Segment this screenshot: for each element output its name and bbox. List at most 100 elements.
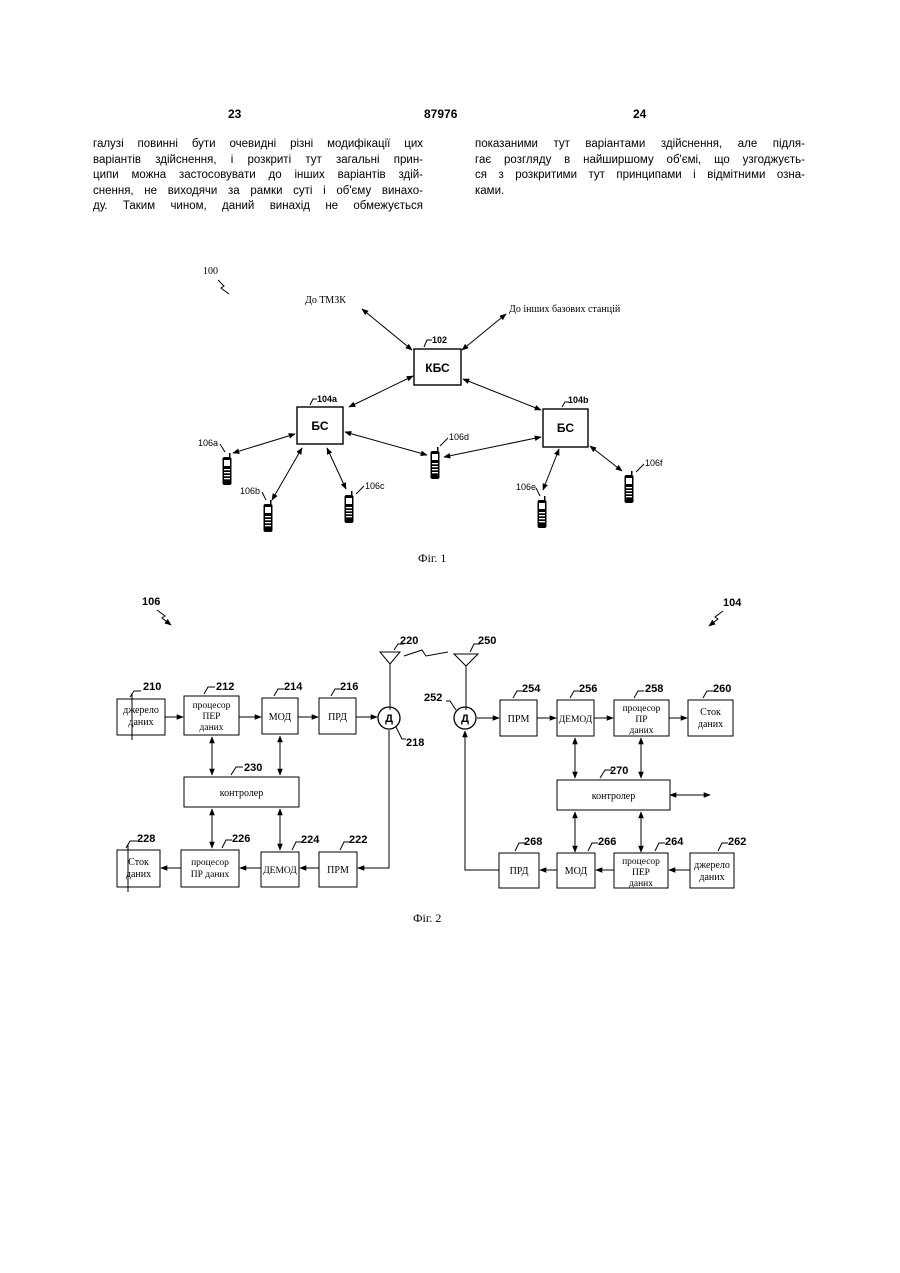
left-tx-processor-ref: 212	[216, 681, 234, 693]
figure-1-caption: Фіг. 1	[418, 551, 446, 565]
left-data-source-ref: 210	[143, 681, 161, 693]
leader	[220, 444, 225, 452]
right-data-source-line1: джерело	[694, 860, 730, 871]
terminal-106c-ref: 106c	[365, 481, 385, 491]
leader	[396, 727, 406, 739]
right-rx-processor-line3: даних	[630, 726, 654, 736]
ref-squiggle	[709, 611, 723, 626]
bs-a-label: БС	[311, 419, 328, 433]
left-rx-processor-box	[181, 850, 239, 887]
link-bsc-pstn	[362, 309, 412, 350]
right-controller-label: контролер	[592, 791, 636, 802]
bsc-label: КБС	[425, 361, 450, 375]
left-duplexer-ref: 218	[406, 737, 424, 749]
right-data-sink-ref: 260	[713, 683, 731, 695]
figure-2-caption: Фіг. 2	[413, 911, 441, 925]
right-tx-processor-line2: ПЕР	[632, 868, 650, 878]
terminal-106e-ref: 106e	[516, 482, 536, 492]
ref-squiggle	[157, 610, 171, 625]
leader	[331, 689, 340, 696]
leader	[231, 767, 243, 775]
leader	[655, 843, 665, 851]
right-mod-label: МОД	[565, 866, 588, 877]
leader	[204, 687, 215, 694]
terminal-106a-ref: 106a	[198, 438, 218, 448]
link-bsc-bs-b	[463, 379, 541, 410]
terminal-106c-icon	[345, 491, 354, 523]
right-rx-ref: 254	[522, 683, 541, 695]
ref-squiggle	[218, 280, 229, 294]
antenna-left-icon	[380, 652, 400, 664]
arrow	[358, 730, 389, 868]
right-tx-label: ПРД	[510, 866, 529, 877]
leader	[310, 399, 317, 405]
leader	[222, 840, 232, 848]
right-rx-processor-line2: ПР	[635, 715, 647, 725]
right-tx-processor-line1: процесор	[622, 857, 660, 867]
right-tx-processor-ref: 264	[665, 836, 684, 848]
left-tx-label: ПРД	[328, 712, 347, 723]
label-to-other-bs: До інших базових станцій	[509, 304, 621, 315]
figure-2: 106 104 220 250 джерело даних 210 процес…	[117, 596, 746, 925]
leader	[703, 691, 713, 698]
link-bs-a-106a	[233, 434, 295, 453]
leader	[446, 701, 456, 710]
antenna-right-icon	[454, 654, 478, 666]
left-data-sink-line1: Сток	[128, 857, 149, 868]
leader	[274, 689, 284, 696]
left-duplexer-label: Д	[385, 713, 393, 725]
right-rx-processor-line1: процесор	[623, 704, 661, 714]
leader	[262, 492, 266, 500]
radio-link-zigzag	[404, 650, 448, 656]
terminal-106b-icon	[264, 500, 273, 532]
link-bs-b-106e	[543, 449, 559, 490]
terminal-106b-ref: 106b	[240, 486, 260, 496]
link-bs-a-106b	[272, 448, 302, 500]
left-mod-ref: 214	[284, 681, 303, 693]
leader	[570, 691, 579, 698]
leader	[588, 843, 598, 851]
leader	[636, 464, 644, 472]
left-tx-ref: 216	[340, 681, 358, 693]
right-data-sink-line1: Сток	[700, 707, 721, 718]
right-data-source-line2: даних	[699, 872, 724, 883]
figure-1: 100 До ТМЗК До інших базових станцій КБС…	[198, 266, 663, 565]
label-to-pstn: До ТМЗК	[305, 295, 346, 306]
left-mod-label: МОД	[269, 712, 292, 723]
terminal-106e-icon	[538, 496, 547, 528]
left-rx-ref: 222	[349, 834, 367, 846]
right-tx-ref: 268	[524, 836, 542, 848]
left-rx-processor-ref: 226	[232, 833, 250, 845]
link-bs-b-106f	[590, 446, 622, 471]
terminal-106f-ref: 106f	[645, 458, 663, 468]
bs-b-label: БС	[557, 421, 574, 435]
leader	[440, 438, 448, 446]
left-tx-processor-line1: процесор	[193, 701, 231, 711]
left-controller-ref: 230	[244, 762, 262, 774]
terminal-106a-icon	[223, 453, 232, 485]
leader	[634, 691, 644, 698]
terminal-106d-icon	[431, 447, 440, 479]
left-rx-processor-line2: ПР даних	[191, 870, 230, 880]
left-rx-label: ПРМ	[327, 865, 349, 876]
system-ref: 100	[203, 266, 218, 277]
left-data-source-line1: джерело	[123, 705, 159, 716]
right-demod-label: ДЕМОД	[559, 715, 593, 725]
link-bs-a-106d	[345, 432, 427, 455]
right-duplexer-ref: 252	[424, 692, 442, 704]
arrow	[465, 731, 499, 870]
bs-b-ref: 104b	[568, 395, 589, 405]
right-data-sink-line2: даних	[698, 719, 723, 730]
bs-ref: 104	[723, 597, 742, 609]
leader	[536, 488, 540, 496]
leader	[356, 486, 364, 494]
leader	[513, 691, 522, 698]
left-tx-processor-line3: даних	[200, 723, 224, 733]
terminal-106f-icon	[625, 471, 634, 503]
right-duplexer-label: Д	[461, 713, 469, 725]
right-demod-ref: 256	[579, 683, 597, 695]
right-mod-ref: 266	[598, 836, 616, 848]
left-demod-ref: 224	[301, 834, 320, 846]
link-bsc-bs-a	[349, 376, 413, 407]
